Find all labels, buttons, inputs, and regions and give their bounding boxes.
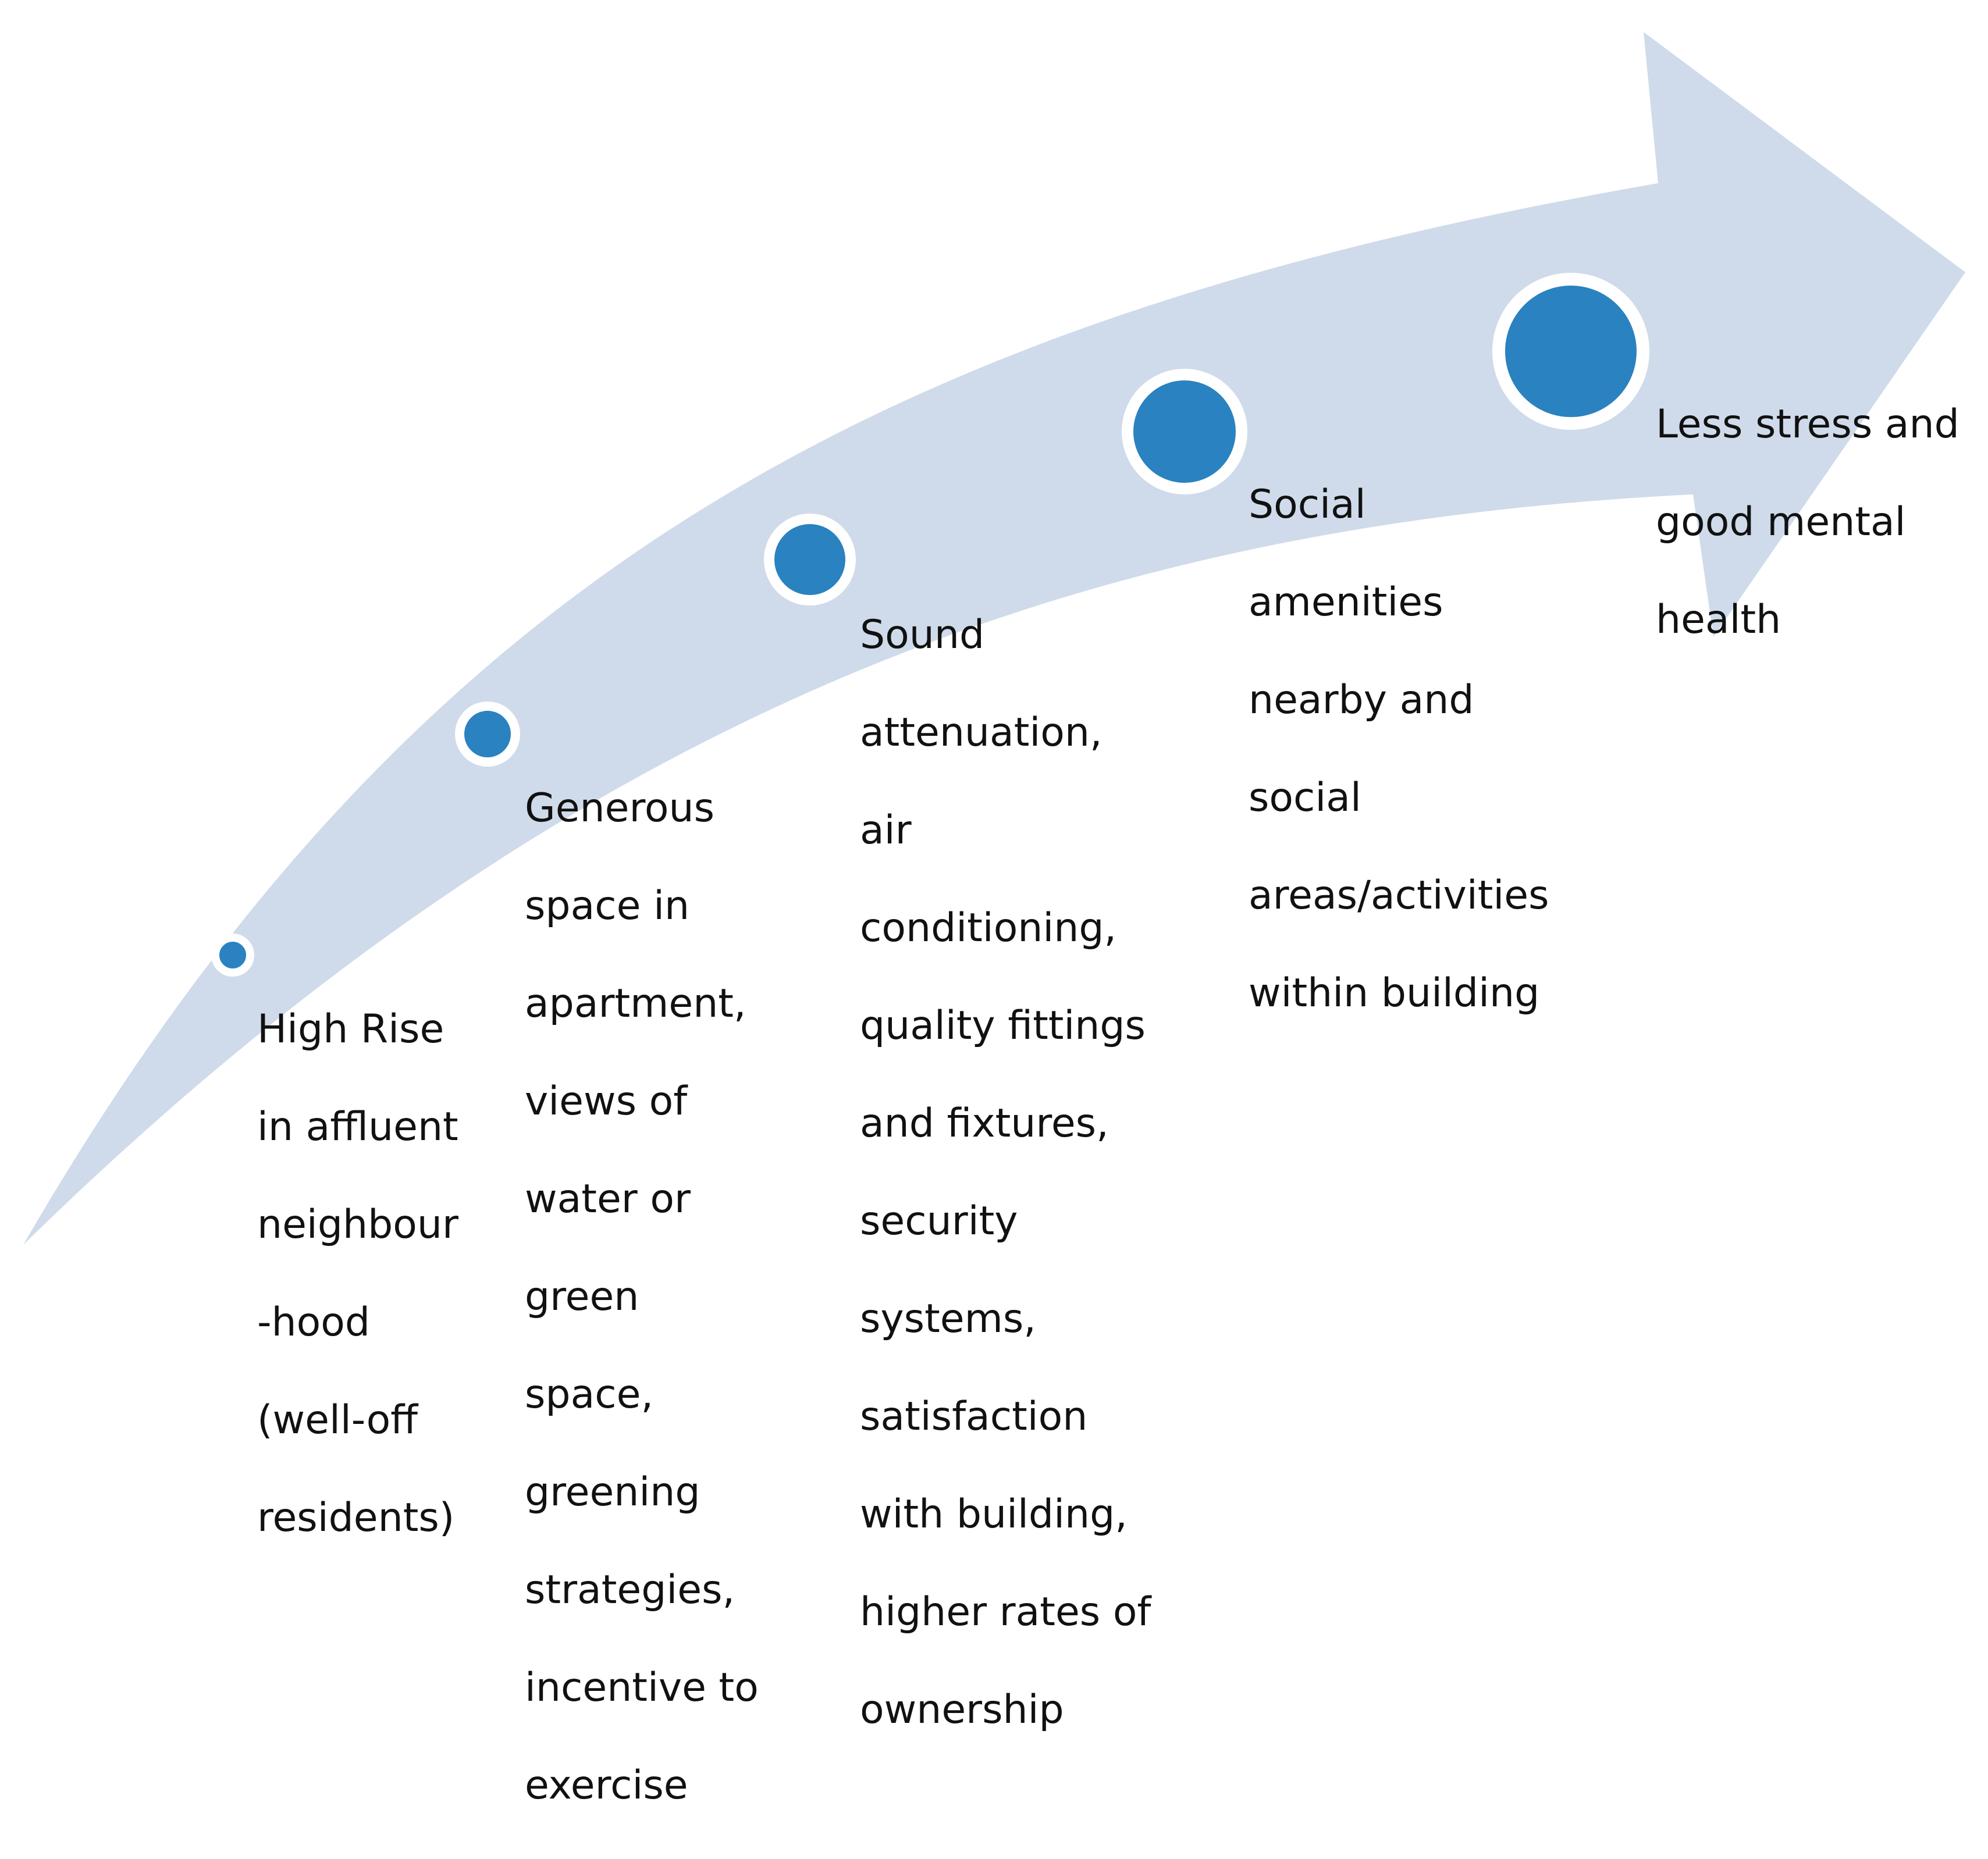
step-2-line: strategies, xyxy=(525,1567,735,1613)
step-3-line: and fixtures, xyxy=(860,1101,1109,1146)
step-3-line: satisfaction xyxy=(860,1394,1088,1440)
step-1-line: -hood xyxy=(257,1299,371,1345)
step-3-line: quality fittings xyxy=(860,1003,1146,1049)
step-4-label: Social amenities nearby and social areas… xyxy=(1249,432,1549,1067)
step-2-line: Generous xyxy=(525,785,715,831)
step-5-label: Less stress and good mental health xyxy=(1656,351,1959,693)
step-4-marker xyxy=(1122,369,1247,494)
step-2-line: water or xyxy=(525,1176,691,1222)
step-3-label: Sound attenuation, air conditioning, qua… xyxy=(860,562,1151,1783)
step-2-line: space in xyxy=(525,883,690,929)
step-5-line: health xyxy=(1656,597,1781,643)
step-1-line: in affluent xyxy=(257,1104,458,1150)
step-1-marker xyxy=(211,934,254,977)
step-markers xyxy=(211,273,1649,977)
step-1-line: High Rise xyxy=(257,1006,444,1052)
progression-arrow-graphic xyxy=(23,32,1965,1245)
step-1-line: (well-off xyxy=(257,1397,418,1443)
step-2-line: views of xyxy=(525,1078,688,1124)
step-2-line: space, xyxy=(525,1372,654,1418)
step-4-line: nearby and xyxy=(1249,677,1474,723)
step-3-line: air xyxy=(860,807,912,853)
step-3-line: security xyxy=(860,1198,1018,1244)
step-5-marker xyxy=(1492,273,1649,430)
step-1-label: High Rise in affluent neighbour -hood (w… xyxy=(257,956,458,1591)
step-3-line: Sound xyxy=(860,612,985,658)
step-2-line: incentive to xyxy=(525,1665,759,1711)
step-2-label: Generous space in apartment, views of wa… xyxy=(525,735,759,1859)
step-3-line: higher rates of xyxy=(860,1589,1151,1635)
step-4-line: amenities xyxy=(1249,579,1443,625)
step-2-line: greening xyxy=(525,1469,700,1515)
step-5-line: good mental xyxy=(1656,499,1906,545)
step-2-line: green xyxy=(525,1274,639,1320)
step-3-line: attenuation, xyxy=(860,710,1103,756)
step-3-line: conditioning, xyxy=(860,905,1117,951)
step-2-line: exercise xyxy=(525,1762,688,1808)
step-4-line: social xyxy=(1249,775,1361,821)
step-4-line: Social xyxy=(1249,482,1366,528)
progression-arrow xyxy=(23,32,1965,1245)
step-4-line: within building xyxy=(1249,970,1540,1016)
step-3-line: systems, xyxy=(860,1296,1036,1342)
step-5-line: Less stress and xyxy=(1656,401,1959,447)
step-1-line: residents) xyxy=(257,1495,455,1541)
step-3-line: ownership xyxy=(860,1687,1064,1733)
step-4-line: areas/activities xyxy=(1249,872,1549,918)
diagram-stage: High Rise in affluent neighbour -hood (w… xyxy=(23,32,1965,1808)
step-2-line: apartment, xyxy=(525,981,746,1027)
step-3-marker xyxy=(764,514,856,606)
step-3-line: with building, xyxy=(860,1491,1128,1537)
step-2-marker xyxy=(455,701,520,767)
step-1-line: neighbour xyxy=(257,1202,458,1248)
